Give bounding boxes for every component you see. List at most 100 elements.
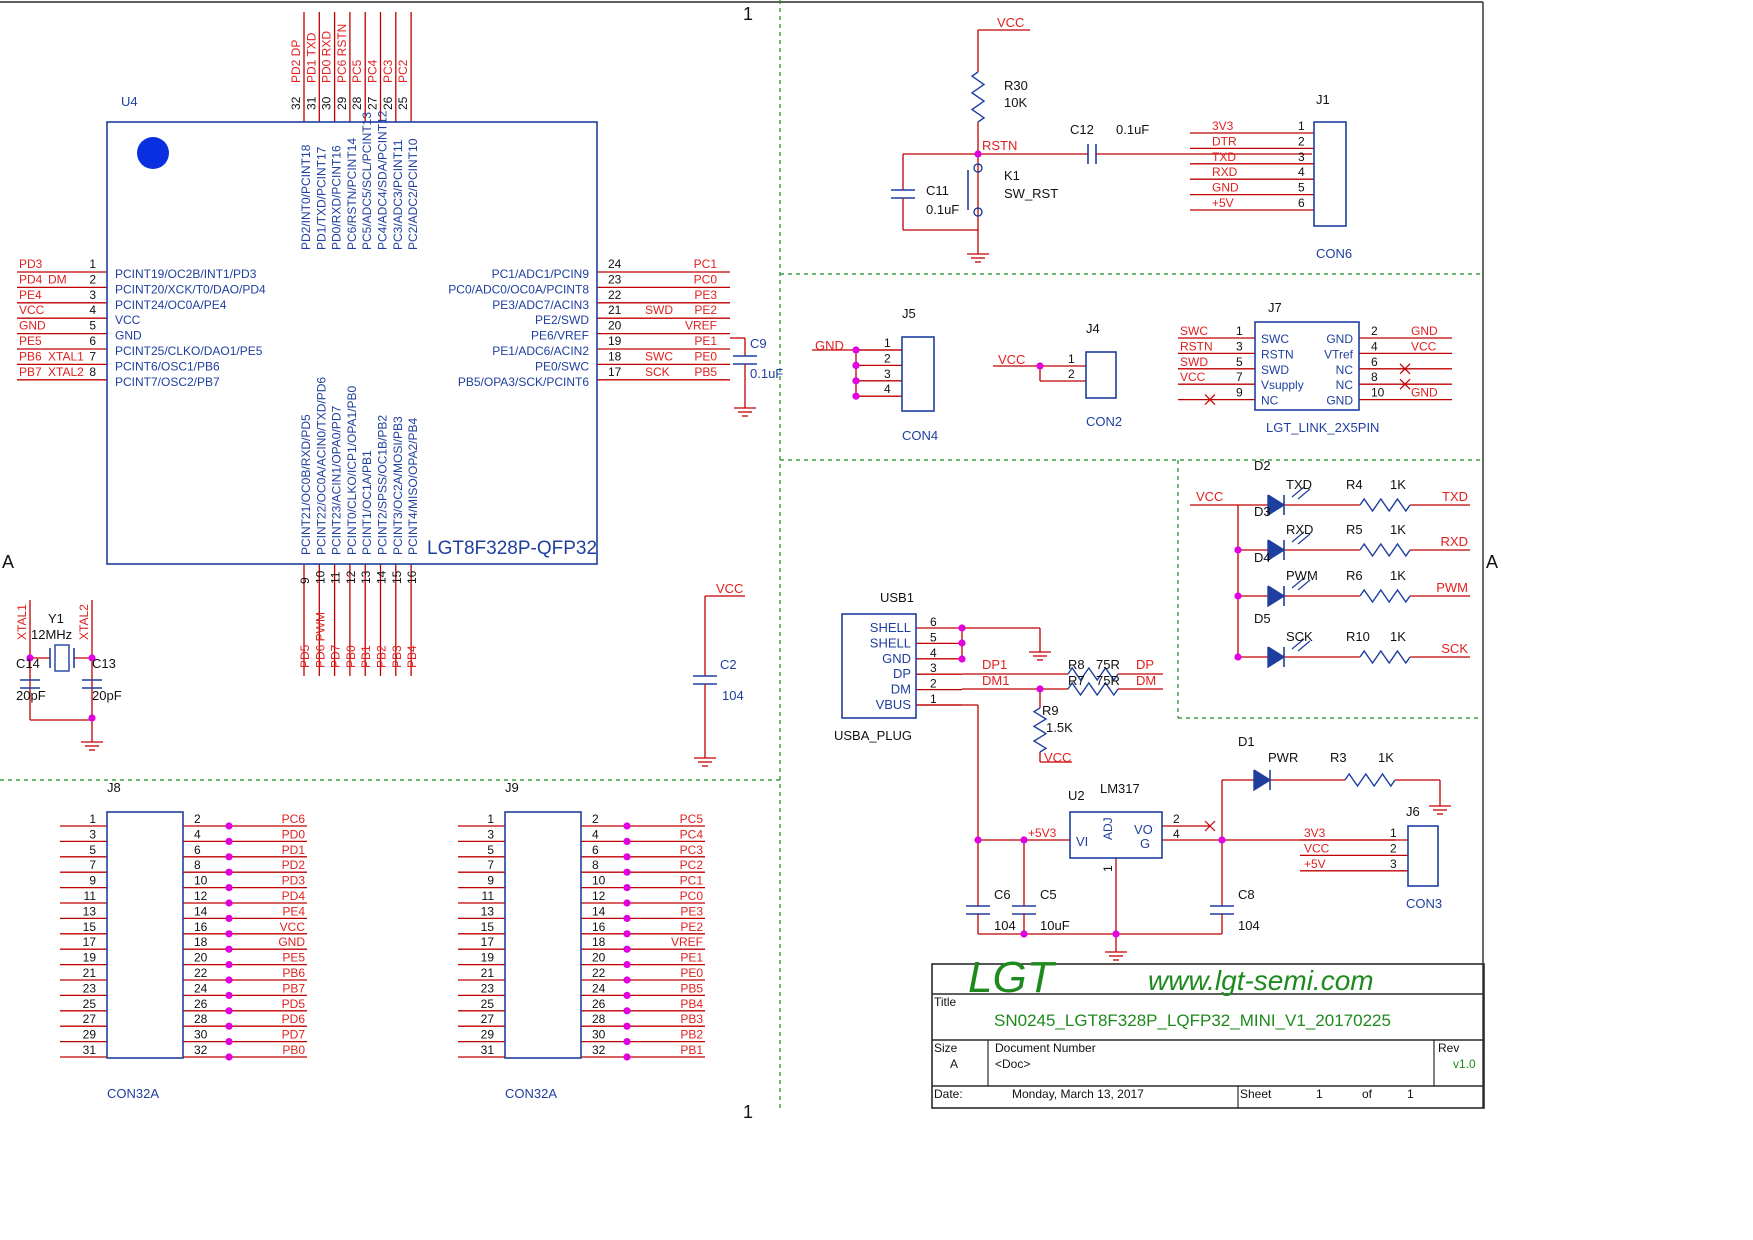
u4-left-func: PCINT24/OC0A/PE4 bbox=[115, 298, 227, 312]
u4-top-net: PD0 RXD bbox=[320, 31, 334, 83]
j1-num: 2 bbox=[1298, 134, 1305, 148]
j8-net: PB7 bbox=[282, 981, 305, 995]
j8-net: GND bbox=[278, 935, 305, 949]
tb-rev: v1.0 bbox=[1453, 1057, 1476, 1071]
u4-right-func: PE6/VREF bbox=[531, 329, 589, 343]
led-triangle bbox=[1267, 646, 1286, 669]
j7-left-net: VCC bbox=[1180, 370, 1206, 384]
junction-dot bbox=[623, 1053, 631, 1061]
nc-mark bbox=[1399, 378, 1411, 390]
j8-even-num: 32 bbox=[194, 1043, 208, 1057]
u4-top-net: PC5 bbox=[350, 59, 364, 83]
j8-odd-num: 11 bbox=[84, 889, 97, 903]
u4-left-num: 5 bbox=[89, 319, 96, 333]
j4-body bbox=[1085, 351, 1117, 399]
led-res-ref: R6 bbox=[1346, 568, 1363, 583]
j7-left-net: SWD bbox=[1180, 355, 1208, 369]
junction-dot bbox=[852, 361, 860, 369]
c9-val: 0.1uF bbox=[750, 366, 783, 381]
j8-odd-num: 5 bbox=[89, 843, 96, 857]
c5-ref: C5 bbox=[1040, 887, 1057, 902]
lgt-logo: LGT bbox=[968, 953, 1057, 1002]
junction-dot bbox=[225, 1007, 233, 1015]
j8-odd-num: 21 bbox=[83, 966, 97, 980]
u4-left-net: PE5 bbox=[19, 334, 42, 348]
tb-rev-label: Rev bbox=[1438, 1041, 1459, 1055]
j8-odd-num: 29 bbox=[83, 1028, 97, 1042]
junction-dot bbox=[852, 346, 860, 354]
u4-left-net: PD3 bbox=[19, 257, 43, 271]
u4-left-func: VCC bbox=[115, 313, 141, 327]
u4-top-num: 28 bbox=[350, 96, 364, 110]
u4-bottom-net: PD7 bbox=[329, 644, 343, 668]
u4-right-func: PE3/ADC7/ACIN3 bbox=[492, 298, 589, 312]
led-res bbox=[1359, 497, 1411, 513]
j1-num: 5 bbox=[1298, 181, 1305, 195]
u4-left-num: 1 bbox=[89, 257, 96, 271]
u4-top-func: PD1/TXD/PCINT17 bbox=[314, 146, 328, 250]
led-res-ref: R5 bbox=[1346, 522, 1363, 537]
j8-even-num: 6 bbox=[194, 843, 201, 857]
u4-top-func: PD0/RXD/PCINT16 bbox=[330, 145, 344, 250]
u4-left-extra: XTAL2 bbox=[48, 365, 84, 379]
u4-right-num: 17 bbox=[608, 365, 622, 379]
d1-ref: D1 bbox=[1238, 734, 1255, 749]
junction-dot bbox=[225, 930, 233, 938]
j8-net: PD4 bbox=[282, 889, 306, 903]
usb-dm: DM bbox=[1136, 673, 1156, 688]
c11-ref: C11 bbox=[926, 183, 949, 198]
u4-left-net: PD4 bbox=[19, 272, 43, 286]
led-ref: D3 bbox=[1254, 504, 1271, 519]
junction-dot bbox=[1218, 836, 1226, 844]
junction-dot bbox=[1234, 653, 1242, 661]
u4-right-func: PC1/ADC1/PCIN9 bbox=[492, 267, 590, 281]
c12-ref: C12 bbox=[1070, 122, 1094, 137]
j9-odd-num: 25 bbox=[481, 997, 495, 1011]
j4-num: 2 bbox=[1068, 367, 1075, 381]
led-ray bbox=[1297, 533, 1311, 545]
c8-val: 104 bbox=[1238, 918, 1260, 933]
j9-net: PC5 bbox=[680, 812, 704, 826]
c2-net: VCC bbox=[716, 581, 743, 596]
c13-val: 20pF bbox=[92, 688, 122, 703]
u4-top-func: PC2/ADC2/PCINT10 bbox=[406, 138, 420, 250]
junction-dot bbox=[623, 930, 631, 938]
j9-net: PB4 bbox=[680, 997, 703, 1011]
j8-net: PB6 bbox=[282, 966, 305, 980]
j8-even-num: 10 bbox=[194, 874, 208, 888]
j4-net: VCC bbox=[998, 352, 1025, 367]
k1-contact bbox=[973, 207, 983, 217]
j4-ref: J4 bbox=[1086, 321, 1100, 336]
junction-dot bbox=[623, 1022, 631, 1030]
r7-zig bbox=[1067, 681, 1119, 697]
j9-even-num: 2 bbox=[592, 812, 599, 826]
u4-bottom-net: PB2 bbox=[375, 645, 389, 668]
j1-num: 1 bbox=[1298, 119, 1305, 133]
u4-right-net: PE1 bbox=[694, 334, 717, 348]
u4-top-net: PC2 bbox=[396, 59, 410, 83]
junction-dot bbox=[225, 837, 233, 846]
j9-net: PE3 bbox=[680, 904, 703, 918]
j7-right-num: 8 bbox=[1371, 370, 1378, 384]
rst-net: RSTN bbox=[982, 138, 1017, 153]
junction-dot bbox=[852, 377, 860, 385]
j7-left-func: SWC bbox=[1261, 332, 1289, 346]
j9-even-num: 6 bbox=[592, 843, 599, 857]
u4-bottom-num: 14 bbox=[375, 570, 389, 584]
u4-left-func: PCINT7/OSC2/PB7 bbox=[115, 375, 220, 389]
led-res-val: 1K bbox=[1390, 629, 1406, 644]
j9-net: PC1 bbox=[680, 874, 704, 888]
r30-ref: R30 bbox=[1004, 78, 1028, 93]
j8-odd-num: 3 bbox=[89, 827, 96, 841]
usb-pin-name: GND bbox=[882, 651, 911, 666]
j9-net: PE1 bbox=[680, 951, 703, 965]
u4-left-func: PCINT20/XCK/T0/DAO/PD4 bbox=[115, 282, 266, 296]
junction-dot bbox=[623, 914, 631, 923]
j6-net: VCC bbox=[1304, 841, 1330, 855]
led-net: PWM bbox=[1436, 580, 1468, 595]
r7-val: 75R bbox=[1096, 673, 1120, 688]
junction-dot bbox=[225, 822, 233, 830]
u4-bottom-func: PCINT0/CLKO/ICP1/OPA1/PB0 bbox=[345, 386, 359, 555]
u4-left-num: 2 bbox=[89, 272, 96, 286]
junction-dot bbox=[225, 899, 233, 907]
